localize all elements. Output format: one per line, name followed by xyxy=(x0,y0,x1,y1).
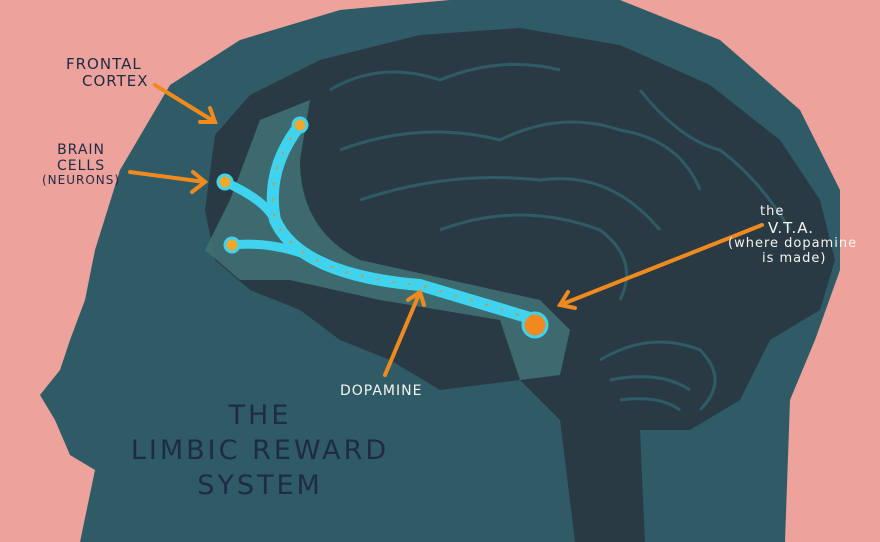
label-line: the xyxy=(760,204,785,219)
arrows xyxy=(128,83,764,377)
title-line: LIMBIC REWARD xyxy=(130,435,390,467)
title-line: THE xyxy=(228,400,292,431)
label-line: CORTEX xyxy=(82,72,149,91)
pathway-glow xyxy=(205,100,570,380)
label-line: is made) xyxy=(762,251,827,267)
label-line: BRAIN xyxy=(57,142,106,158)
diagram-title: THE LIMBIC REWARD SYSTEM xyxy=(130,398,390,503)
title-line: SYSTEM xyxy=(197,470,323,502)
label-line: V.T.A. xyxy=(768,218,815,237)
label-line: (where dopamine xyxy=(728,236,858,252)
vta-label: the V.T.A. (where dopamine is made) xyxy=(728,204,858,267)
brain-cells-label: BRAIN CELLS (NEURONS) xyxy=(42,142,120,188)
label-line: FRONTAL xyxy=(66,55,142,73)
label-line: (NEURONS) xyxy=(42,173,121,188)
label-line: CELLS xyxy=(56,158,106,175)
dopamine-label: DOPAMINE xyxy=(340,383,423,399)
brain-folds xyxy=(329,62,792,412)
frontal-cortex-label: FRONTAL CORTEX xyxy=(66,55,149,91)
neuron-icons xyxy=(216,116,549,339)
